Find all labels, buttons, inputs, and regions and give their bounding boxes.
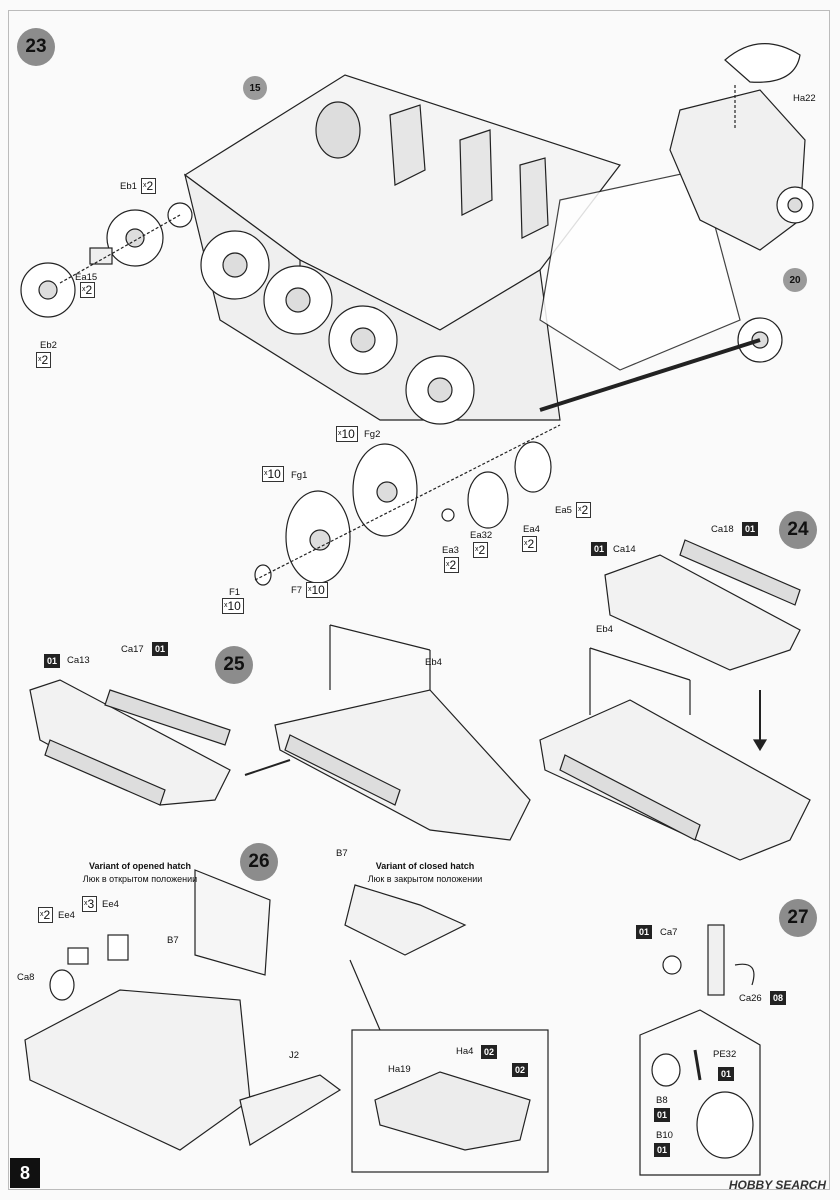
qty-fg1: x10 [262, 466, 284, 482]
part-f7: F7 [291, 585, 303, 596]
part-ha19: Ha19 [388, 1064, 411, 1075]
fender-drawing-25 [29, 624, 531, 841]
qty-f1: x10 [222, 598, 244, 614]
sprocket-drawing [20, 209, 181, 318]
part-ca14: Ca14 [613, 544, 636, 555]
code-ca14: 01 [591, 542, 608, 556]
variant-opened-ru: Люк в открытом положении [82, 874, 198, 884]
part-b10: B10 [656, 1130, 673, 1141]
variant-closed-hatch-title: Variant of closed hatch Люк в закрытом п… [355, 860, 495, 886]
hatch-drawing [24, 869, 549, 1173]
code-ha19: 02 [512, 1063, 529, 1077]
code-b8: 01 [654, 1108, 671, 1122]
part-eb2: Eb2 [40, 340, 57, 351]
part-ha22: Ha22 [793, 93, 816, 104]
step-27-badge: 27 [779, 899, 817, 937]
part-ca18: Ca18 [711, 524, 734, 535]
code-ca17: 01 [152, 642, 169, 656]
transmission-drawing [669, 43, 814, 251]
code-b10: 01 [654, 1143, 671, 1157]
part-ca7: Ca7 [660, 927, 678, 938]
part-b7-closed: B7 [336, 848, 348, 859]
code-ca13: 01 [44, 654, 61, 668]
part-ea5: Ea5 [555, 505, 572, 516]
part-pe32: PE32 [713, 1049, 737, 1060]
page-frame [8, 10, 830, 1190]
part-eb1: Eb1 [120, 181, 137, 192]
qty-ea4: x2 [522, 536, 538, 552]
step-24-badge: 24 [779, 511, 817, 549]
part-ca13: Ca13 [67, 655, 90, 666]
part-ha4: Ha4 [456, 1046, 474, 1057]
qty-eb2: x2 [36, 352, 52, 368]
part-ea4: Ea4 [523, 524, 540, 535]
roadwheel-drawing [254, 424, 561, 586]
variant-closed-en: Variant of closed hatch [375, 861, 475, 871]
qty-ea15: x2 [80, 282, 96, 298]
variant-opened-hatch-title: Variant of opened hatch Люк в открытом п… [70, 860, 210, 886]
code-ha4: 02 [481, 1045, 498, 1059]
qty-eb1: x2 [141, 178, 157, 194]
fender-drawing-24 [539, 539, 811, 861]
part-ee4-b: Ee4 [102, 899, 119, 910]
part-b7-open: B7 [167, 935, 179, 946]
qty-fg2: x10 [336, 426, 358, 442]
qty-f7: x10 [306, 582, 328, 598]
ref-step-20: 20 [783, 268, 807, 292]
part-f1: F1 [229, 587, 241, 598]
page-number: 8 [10, 1158, 40, 1188]
code-ca18: 01 [742, 522, 759, 536]
code-ca7: 01 [636, 925, 653, 939]
part-j2: J2 [289, 1050, 300, 1061]
step-26-badge: 26 [240, 843, 278, 881]
part-eb4-24: Eb4 [596, 624, 613, 635]
step-25-badge: 25 [215, 646, 253, 684]
hull-drawing [167, 74, 783, 425]
qty-ee4-a: x2 [38, 907, 54, 923]
part-fg1: Fg1 [291, 470, 308, 481]
part-ee4-a: Ee4 [58, 910, 75, 921]
code-pe32: 01 [718, 1067, 735, 1081]
qty-ee4-b: x3 [82, 896, 98, 912]
qty-ea5: x2 [576, 502, 592, 518]
qty-ea3: x2 [444, 557, 460, 573]
ref-step-15: 15 [243, 76, 267, 100]
part-b8: B8 [656, 1095, 668, 1106]
qty-ea32: x2 [473, 542, 489, 558]
variant-closed-ru: Люк в закрытом положении [367, 874, 483, 884]
part-ca26: Ca26 [739, 993, 762, 1004]
step-23-badge: 23 [17, 28, 55, 66]
part-ea15: Ea15 [75, 272, 98, 283]
part-eb4-25: Eb4 [425, 657, 442, 668]
code-ca26: 08 [770, 991, 787, 1005]
part-ca8: Ca8 [17, 972, 35, 983]
part-ea32: Ea32 [470, 530, 493, 541]
watermark: HOBBY SEARCH [728, 1178, 826, 1192]
part-fg2: Fg2 [364, 429, 381, 440]
headlight-drawing [639, 924, 761, 1176]
part-ca17: Ca17 [121, 644, 144, 655]
part-ea3: Ea3 [442, 545, 459, 556]
variant-opened-en: Variant of opened hatch [88, 861, 191, 871]
